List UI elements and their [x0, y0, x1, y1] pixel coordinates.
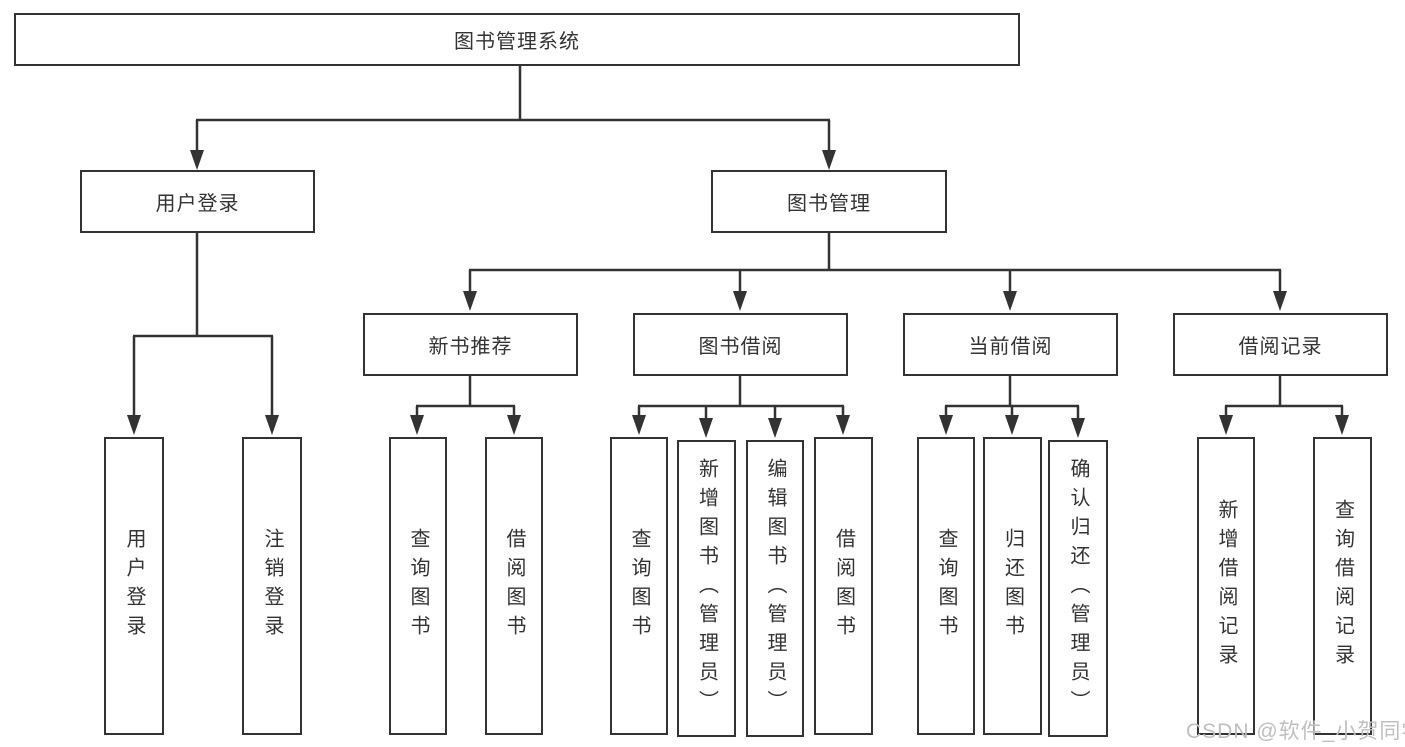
- node-new-book-recommend-label: 新书推荐: [428, 336, 513, 358]
- leaf-add-book-admin: 新增图书（管理员）: [677, 440, 736, 737]
- leaf-borrow-book-1: 借阅图书: [485, 437, 543, 735]
- leaf-add-book-admin-label: 新增图书（管理员）: [695, 458, 718, 719]
- leaf-return-book-label: 归还图书: [1001, 528, 1024, 644]
- branch-book-management: [463, 233, 1287, 311]
- node-new-book-recommend: 新书推荐: [363, 313, 578, 376]
- node-current-borrow-label: 当前借阅: [968, 336, 1053, 358]
- leaf-user-login: 用户登录: [104, 437, 164, 735]
- leaf-confirm-return-admin-label: 确认归还（管理员）: [1067, 458, 1089, 719]
- leaf-query-book-1-label: 查询图书: [407, 528, 429, 644]
- node-book-management-label: 图书管理: [787, 193, 871, 215]
- leaf-query-book-2-label: 查询图书: [628, 528, 650, 644]
- node-user-login-label: 用户登录: [155, 193, 240, 215]
- leaf-query-book-3: 查询图书: [917, 437, 975, 735]
- leaf-add-borrow-record-label: 新增借阅记录: [1215, 499, 1237, 673]
- csdn-watermark: CSDN @软件_小贺同学: [1186, 720, 1405, 743]
- trunk-root-to-level2: [190, 66, 836, 170]
- node-borrow-record: 借阅记录: [1173, 313, 1388, 376]
- leaf-logout: 注销登录: [242, 437, 302, 735]
- leaf-return-book: 归还图书: [983, 437, 1042, 735]
- branch-book-borrow: [632, 376, 850, 438]
- branch-current-borrow: [939, 376, 1085, 438]
- node-current-borrow: 当前借阅: [903, 313, 1118, 376]
- node-book-borrow: 图书借阅: [633, 313, 848, 376]
- leaf-query-book-1: 查询图书: [389, 437, 447, 735]
- node-user-login: 用户登录: [80, 170, 315, 233]
- leaf-query-borrow-record-label: 查询借阅记录: [1331, 499, 1354, 673]
- leaf-borrow-book-1-label: 借阅图书: [503, 528, 525, 644]
- leaf-borrow-book-2-label: 借阅图书: [832, 528, 855, 644]
- leaf-user-login-label: 用户登录: [123, 528, 145, 644]
- leaf-borrow-book-2: 借阅图书: [814, 437, 873, 735]
- branch-borrow-record: [1219, 376, 1349, 435]
- branch-user-login: [127, 233, 279, 435]
- node-book-borrow-label: 图书借阅: [698, 336, 783, 358]
- branch-new-book: [410, 376, 521, 435]
- leaf-confirm-return-admin: 确认归还（管理员）: [1048, 440, 1108, 737]
- node-root-label: 图书管理系统: [454, 31, 580, 53]
- leaf-query-borrow-record: 查询借阅记录: [1313, 437, 1372, 735]
- leaf-query-book-3-label: 查询图书: [935, 528, 957, 644]
- node-borrow-record-label: 借阅记录: [1238, 336, 1323, 358]
- leaf-add-borrow-record: 新增借阅记录: [1197, 437, 1255, 735]
- leaf-query-book-2: 查询图书: [610, 437, 668, 735]
- leaf-edit-book-admin-label: 编辑图书（管理员）: [764, 458, 786, 719]
- leaf-logout-label: 注销登录: [261, 528, 283, 644]
- leaf-edit-book-admin: 编辑图书（管理员）: [746, 440, 804, 737]
- node-root: 图书管理系统: [14, 13, 1020, 66]
- node-book-management: 图书管理: [711, 170, 947, 233]
